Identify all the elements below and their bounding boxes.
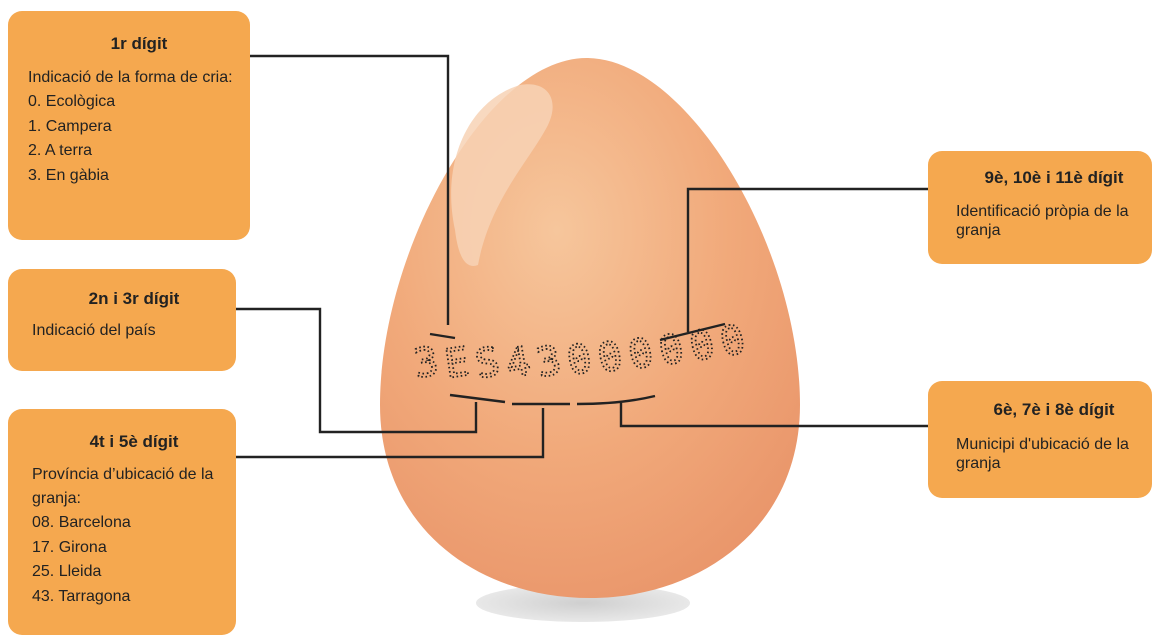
second-third-digit-title: 2n i 3r dígit — [32, 289, 236, 309]
sixth-to-eighth-digit-title: 6è, 7è i 8è dígit — [956, 400, 1152, 420]
list-item: 3. En gàbia — [28, 164, 250, 189]
fourth-fifth-digit-box: 4t i 5è dígit Província d’ubicació de la… — [8, 409, 236, 635]
list-item: 2. A terra — [28, 139, 250, 164]
list-item: 0. Ecològica — [28, 90, 250, 115]
list-item: 43. Tarragona — [32, 585, 236, 610]
list-item: 17. Girona — [32, 536, 236, 561]
second-third-digit-text: Indicació del país — [32, 319, 236, 343]
first-digit-title: 1r dígit — [28, 34, 250, 54]
first-digit-box: 1r dígit Indicació de la forma de cria: … — [8, 11, 250, 240]
first-digit-list: 0. Ecològica 1. Campera 2. A terra 3. En… — [28, 90, 250, 188]
ninth-to-eleventh-digit-box: 9è, 10è i 11è dígit Identificació pròpia… — [928, 151, 1152, 264]
sixth-to-eighth-digit-box: 6è, 7è i 8è dígit Municipi d'ubicació de… — [928, 381, 1152, 498]
fourth-fifth-digit-list: 08. Barcelona 17. Girona 25. Lleida 43. … — [32, 511, 236, 609]
list-item: 08. Barcelona — [32, 511, 236, 536]
second-third-digit-box: 2n i 3r dígit Indicació del país — [8, 269, 236, 371]
list-item: 1. Campera — [28, 115, 250, 140]
list-item: 25. Lleida — [32, 560, 236, 585]
fourth-fifth-digit-text: Província d’ubicació de la granja: — [32, 463, 222, 511]
ninth-to-eleventh-digit-text: Identificació pròpia de la granja — [956, 202, 1131, 240]
fourth-fifth-digit-title: 4t i 5è dígit — [32, 432, 236, 452]
sixth-to-eighth-digit-text: Municipi d'ubicació de la granja — [956, 435, 1136, 473]
ninth-to-eleventh-digit-title: 9è, 10è i 11è dígit — [956, 168, 1152, 188]
first-digit-text: Indicació de la forma de cria: — [28, 66, 234, 90]
